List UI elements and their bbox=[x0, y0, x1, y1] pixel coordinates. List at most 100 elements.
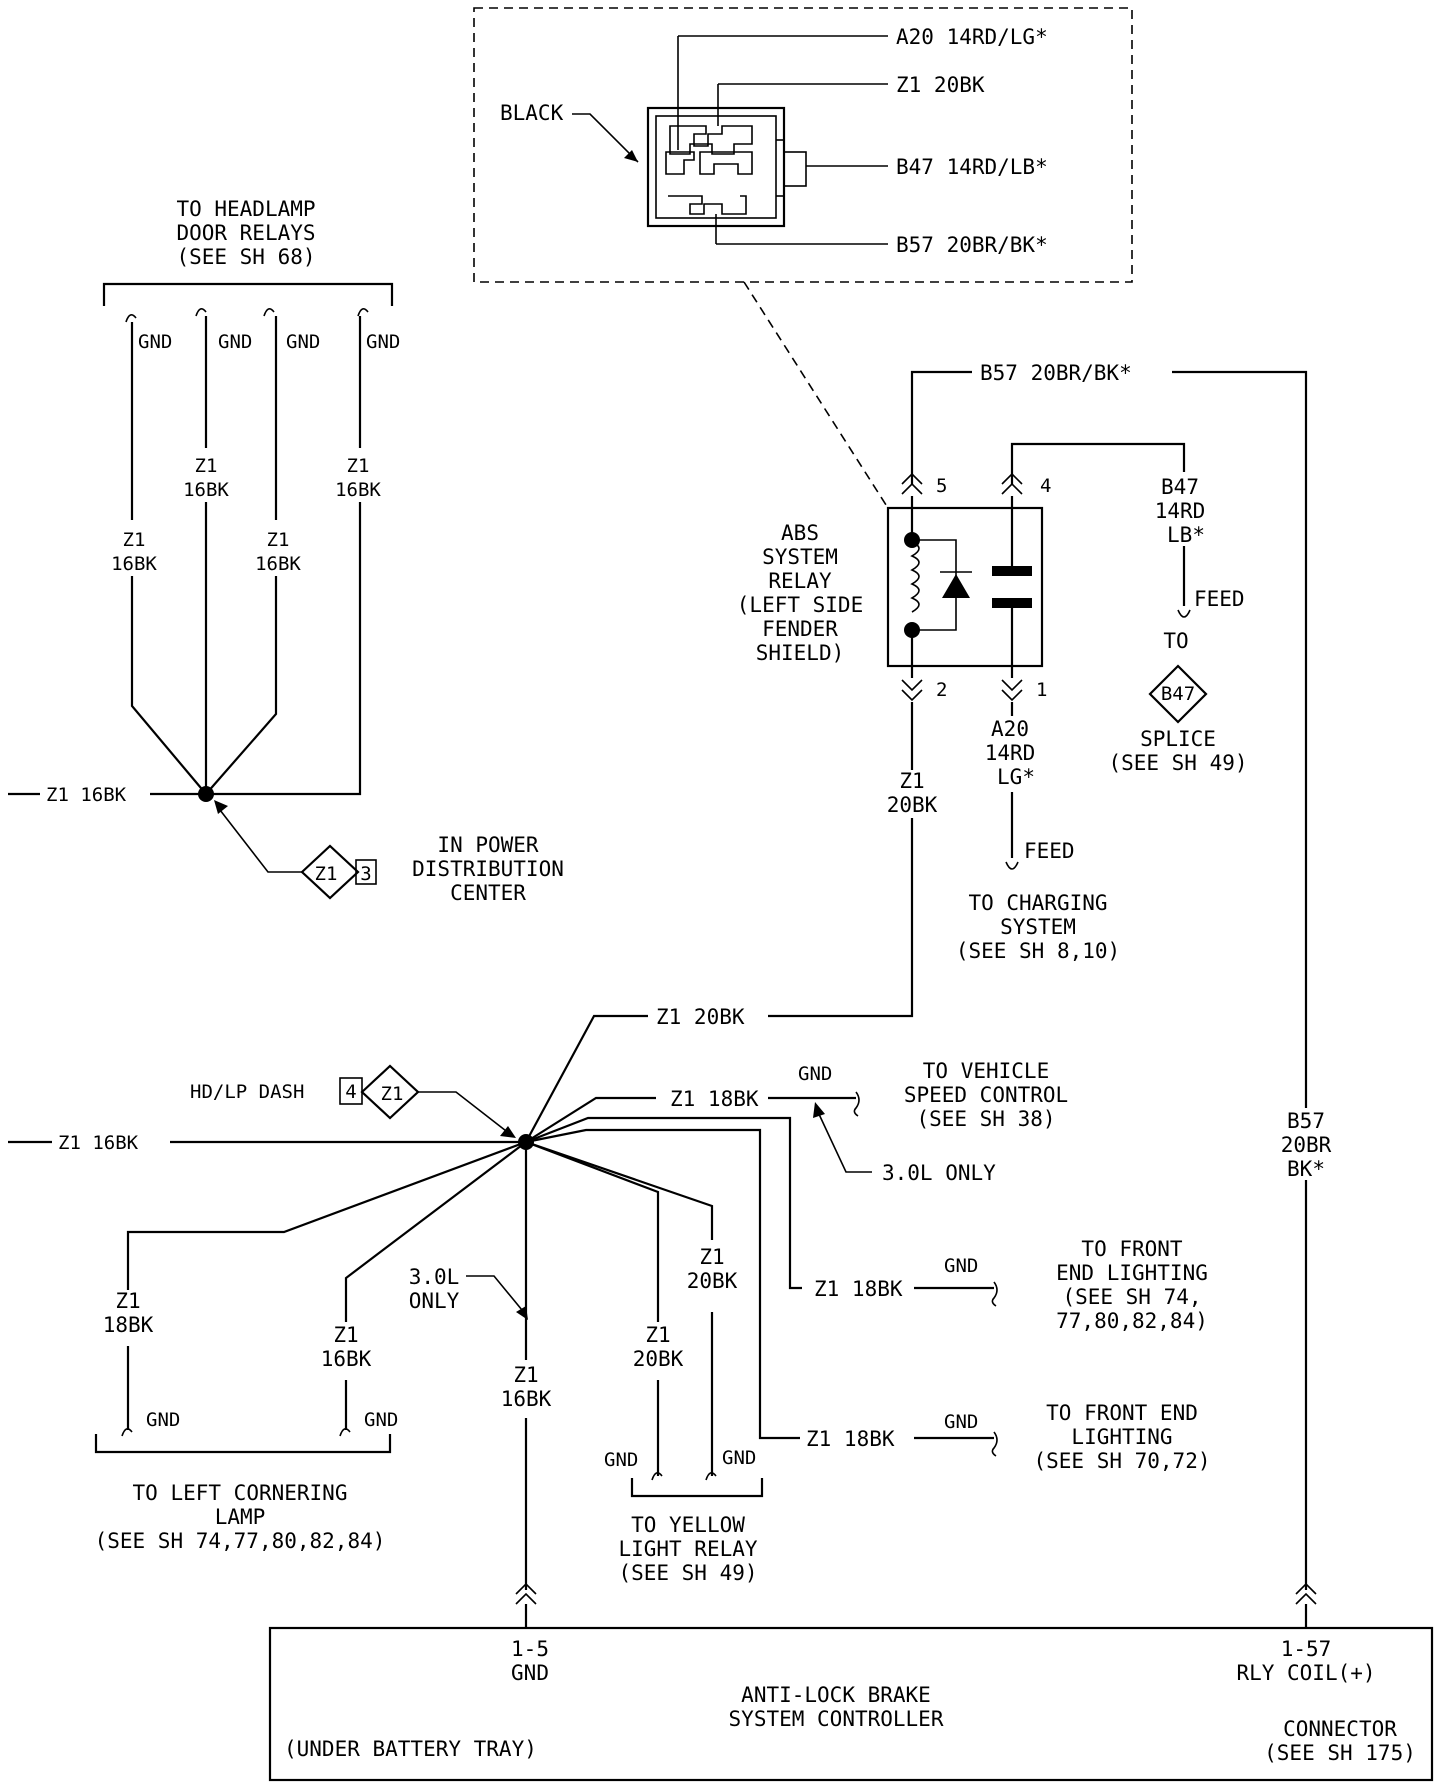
connector-pin-1-5-icon bbox=[515, 1582, 537, 1605]
a20-code: A20 bbox=[991, 717, 1029, 741]
front-a-gnd: GND bbox=[944, 1255, 978, 1277]
switch-contact-icon bbox=[992, 566, 1032, 576]
arrowhead-icon bbox=[813, 1102, 825, 1118]
speed-3: (SEE SH 38) bbox=[916, 1107, 1055, 1131]
dash-pin: 4 bbox=[345, 1081, 356, 1103]
pdc-caption-3: CENTER bbox=[450, 881, 526, 905]
dash-label: HD/LP DASH bbox=[190, 1081, 304, 1103]
pin-z1-label: Z1 20BK bbox=[896, 73, 985, 97]
ground-symbol-icon bbox=[991, 1281, 998, 1307]
z1-relay-color: 20BK bbox=[887, 793, 938, 817]
front-b-wire-label: Z1 18BK bbox=[806, 1427, 895, 1451]
yellow-3: (SEE SH 49) bbox=[618, 1561, 757, 1585]
ctl-pin-right-1: 1-57 bbox=[1281, 1637, 1332, 1661]
speed-gnd: GND bbox=[798, 1063, 832, 1085]
pdc-caption-2: DISTRIBUTION bbox=[412, 857, 564, 881]
front-b-2: LIGHTING bbox=[1071, 1425, 1172, 1449]
pdc-id: Z1 bbox=[315, 863, 338, 885]
wire-front-lighting-a bbox=[525, 1116, 994, 1290]
wire-z1-20bk-relay bbox=[768, 702, 914, 1018]
yellow-gnd-1: GND bbox=[604, 1449, 638, 1471]
ctl-name-1: ANTI-LOCK BRAKE bbox=[741, 1683, 931, 1707]
headlamp-title-1: TO HEADLAMP bbox=[176, 197, 315, 221]
feed-break-icon bbox=[1177, 609, 1191, 618]
relay-name-1: ABS bbox=[781, 521, 819, 545]
ground-symbols bbox=[125, 308, 369, 323]
wire-front-lighting-b bbox=[525, 1128, 994, 1440]
front-b-gnd: GND bbox=[944, 1411, 978, 1433]
speed-3l-only: 3.0L ONLY bbox=[882, 1161, 996, 1185]
controller-box bbox=[268, 1626, 1434, 1782]
corner-gnd-2: GND bbox=[364, 1409, 398, 1431]
dash-id: Z1 bbox=[381, 1083, 404, 1105]
feed-break-icon bbox=[1005, 861, 1019, 870]
ctl-3l-1: 3.0L bbox=[409, 1265, 460, 1289]
arrowhead-icon bbox=[624, 150, 638, 162]
wire-yellow-2 bbox=[525, 1140, 660, 1476]
ctl-pin-left-1: 1-5 bbox=[511, 1637, 549, 1661]
b47-code: B47 bbox=[1161, 475, 1199, 499]
corner-1-color: 18BK bbox=[103, 1313, 154, 1337]
relay-diode-wire bbox=[912, 539, 957, 631]
charging-2: SYSTEM bbox=[1000, 915, 1076, 939]
corner-2-color: 16BK bbox=[321, 1347, 372, 1371]
corner-3: (SEE SH 74,77,80,82,84) bbox=[95, 1529, 386, 1553]
a20-feed: A20 14RD LG* FEED TO CHARGING SYSTEM (SE… bbox=[956, 702, 1120, 963]
wire-4-code: Z1 bbox=[347, 455, 370, 477]
relay-body bbox=[886, 506, 1044, 668]
corner-1-code: Z1 bbox=[115, 1289, 140, 1313]
b47-feed-label: FEED bbox=[1194, 587, 1245, 611]
b57-top-label: B57 20BR/BK* bbox=[980, 361, 1132, 385]
b47-color: LB* bbox=[1167, 523, 1205, 547]
ctl-gnd-color: 16BK bbox=[501, 1387, 552, 1411]
corner-gnd-1: GND bbox=[146, 1409, 180, 1431]
yellow-1-color: 20BK bbox=[687, 1269, 738, 1293]
wire-corner-1 bbox=[126, 1140, 527, 1430]
yellow-2: LIGHT RELAY bbox=[618, 1537, 757, 1561]
ground-symbol-icon bbox=[991, 1431, 998, 1457]
diode-icon bbox=[942, 574, 970, 598]
splice-dot-icon bbox=[198, 786, 214, 802]
ctl-gnd-code: Z1 bbox=[513, 1363, 538, 1387]
pin-a20-label: A20 14RD/LG* bbox=[896, 25, 1048, 49]
wire-speed-control bbox=[525, 1096, 856, 1143]
ground-symbol-icon bbox=[853, 1091, 860, 1117]
front-a-wire-label: Z1 18BK bbox=[814, 1277, 903, 1301]
b57-right-code: B57 bbox=[1287, 1109, 1325, 1133]
ctl-pin-left-2: GND bbox=[511, 1661, 549, 1685]
wire-yellow-1 bbox=[525, 1140, 714, 1476]
yellow-bracket bbox=[630, 1478, 764, 1498]
z1-relay-code: Z1 bbox=[899, 769, 924, 793]
relay-pin-1: 1 bbox=[1036, 679, 1047, 701]
gnd-label-3: GND bbox=[286, 331, 320, 353]
ground-symbols bbox=[121, 1428, 351, 1437]
corner-2: LAMP bbox=[215, 1505, 266, 1529]
wire-1-code: Z1 bbox=[123, 529, 146, 551]
z1-20bk-line-label: Z1 20BK bbox=[656, 1005, 745, 1029]
splice-diamond-icon bbox=[1148, 664, 1208, 724]
arrowhead-icon bbox=[214, 800, 228, 814]
relay-coil-icon bbox=[910, 541, 920, 613]
connector-pin-2-icon bbox=[901, 679, 923, 702]
wire-b47 bbox=[1010, 442, 1186, 606]
gnd-label-1: GND bbox=[138, 331, 172, 353]
b57-right-color: BK* bbox=[1287, 1157, 1325, 1181]
headlamp-bracket bbox=[102, 282, 394, 306]
gnd-label-4: GND bbox=[366, 331, 400, 353]
wire-headlamp-1 bbox=[130, 322, 207, 795]
b47-feed: B47 14RD LB* FEED TO B47 SPLICE (SEE SH … bbox=[1010, 442, 1248, 775]
speed-wire-label: Z1 18BK bbox=[670, 1087, 759, 1111]
headlamp-door-relays: TO HEADLAMP DOOR RELAYS (SEE SH 68) GND … bbox=[8, 197, 564, 905]
ctl-connector-1: CONNECTOR bbox=[1283, 1717, 1397, 1741]
b47-to-label: TO bbox=[1163, 629, 1188, 653]
gnd-label-2: GND bbox=[218, 331, 252, 353]
yellow-1: TO YELLOW bbox=[631, 1513, 745, 1537]
corner-2-code: Z1 bbox=[333, 1323, 358, 1347]
front-a-1: TO FRONT bbox=[1081, 1237, 1183, 1261]
pin-b47-label: B47 14RD/LB* bbox=[896, 155, 1048, 179]
wire-3-color: 16BK bbox=[255, 553, 301, 575]
relay-pin-2: 2 bbox=[936, 679, 947, 701]
pdc-leader bbox=[219, 809, 302, 873]
wire-1-color: 16BK bbox=[111, 553, 157, 575]
wire-2-color: 16BK bbox=[183, 479, 229, 501]
